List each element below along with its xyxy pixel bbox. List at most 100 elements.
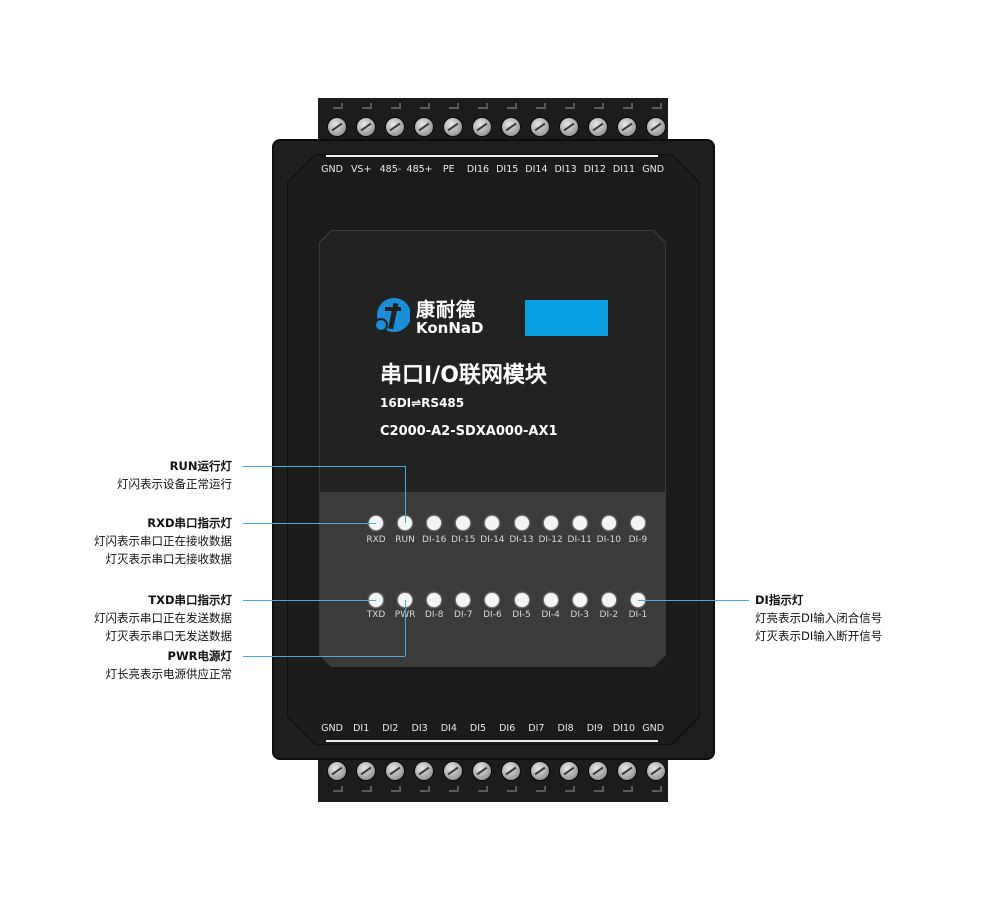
terminal-slot	[420, 790, 429, 792]
pin-label: DI6	[499, 723, 516, 734]
terminal-slot	[391, 790, 400, 792]
led-label: DI-14	[480, 535, 505, 545]
terminal-slot	[333, 107, 342, 109]
terminal-slot	[573, 103, 575, 109]
terminal-slot	[594, 107, 603, 109]
pin-label: DI16	[466, 164, 490, 175]
terminal-screw	[386, 118, 404, 136]
pin-label: DI14	[525, 164, 548, 175]
brand-accent-block	[525, 300, 608, 336]
terminal-slot	[565, 107, 574, 109]
pin-label: DI4	[440, 723, 457, 734]
terminal-slot	[370, 786, 372, 792]
product-subtitle: 16DI⇌RS485	[380, 396, 465, 410]
terminal-slot	[631, 786, 633, 792]
pwr-leader-line-v	[405, 600, 406, 656]
product-model: C2000-A2-SDXA000-AX1	[380, 424, 558, 439]
terminal-slot	[515, 103, 517, 109]
led-label: DI-1	[628, 610, 648, 620]
led-di-6	[485, 593, 500, 607]
led-label: DI-2	[599, 610, 619, 620]
terminal-slot	[486, 103, 488, 109]
terminal-slot	[652, 790, 661, 792]
run-leader-line	[243, 466, 405, 467]
led-label: RXD	[366, 535, 386, 545]
led-txd	[369, 593, 383, 607]
terminal-slot	[486, 786, 488, 792]
brand-logo-icon	[374, 298, 411, 332]
pin-label: DI11	[612, 164, 636, 175]
terminal-slot	[341, 786, 343, 792]
led-di-5	[514, 593, 529, 607]
led-label: DI-11	[567, 535, 592, 545]
led-label: DI-5	[512, 610, 531, 620]
led-label: DI-7	[454, 610, 473, 620]
top-divider-line	[326, 155, 658, 157]
rxd-leader-line	[243, 523, 376, 524]
terminal-screw	[415, 762, 433, 780]
di-leader-line	[638, 600, 749, 601]
terminal-slot	[399, 103, 401, 109]
led-label: DI-12	[538, 535, 563, 545]
terminal-slot	[602, 786, 604, 792]
pin-label: 485-	[379, 164, 402, 175]
pin-label: DI1	[353, 723, 370, 734]
pin-label: 485+	[406, 164, 433, 175]
terminal-screw	[531, 118, 549, 136]
pin-label: GND	[321, 723, 343, 734]
terminal-screw	[444, 762, 462, 780]
brand-logo	[374, 295, 411, 339]
terminal-screw	[415, 118, 433, 136]
terminal-slot	[362, 107, 371, 109]
terminal-screw	[357, 762, 375, 780]
terminal-slot	[449, 790, 458, 792]
pwr-annotation: PWR电源灯 灯长亮表示电源供应正常	[105, 649, 233, 681]
terminal-slot	[652, 107, 661, 109]
led-di-13	[514, 516, 529, 530]
led-di-12	[543, 516, 558, 530]
terminal-slot	[478, 790, 487, 792]
terminal-screw	[473, 762, 491, 780]
bottom-terminal-block	[318, 750, 668, 802]
terminal-slot	[602, 103, 604, 109]
led-di-1	[630, 593, 645, 607]
terminal-slot	[457, 786, 459, 792]
terminal-slot	[536, 107, 545, 109]
pin-label: DI5	[469, 723, 487, 734]
terminal-screw	[589, 762, 607, 780]
terminal-screw	[647, 762, 665, 780]
terminal-slot	[631, 103, 633, 109]
terminal-slot	[449, 107, 458, 109]
terminal-screw	[531, 762, 549, 780]
brand-name-en: KonNaD	[416, 319, 484, 337]
led-label: DI-3	[570, 610, 589, 620]
pin-label: GND	[642, 164, 665, 175]
led-di-7	[456, 593, 471, 607]
led-di-11	[572, 516, 587, 530]
terminal-screw	[560, 762, 578, 780]
terminal-slot	[362, 790, 371, 792]
pin-label: DI13	[554, 164, 577, 175]
led-rxd	[369, 516, 383, 530]
pin-label: DI3	[411, 723, 428, 734]
terminal-screw	[444, 118, 462, 136]
terminal-slot	[370, 103, 372, 109]
terminal-slot	[536, 790, 545, 792]
led-di-2	[601, 593, 616, 607]
terminal-slot	[507, 107, 516, 109]
terminal-slot	[428, 786, 430, 792]
pin-label: GND	[321, 164, 343, 175]
terminal-screw	[328, 118, 346, 136]
terminal-screw	[560, 118, 578, 136]
bottom-divider-line	[326, 740, 658, 742]
rxd-annotation: RXD串口指示灯 灯闪表示串口正在接收数据 灯灭表示串口无接收数据	[94, 516, 232, 566]
product-title: 串口I/O联网模块	[380, 363, 547, 388]
led-label: DI-9	[628, 535, 648, 545]
pin-label: DI10	[612, 723, 636, 734]
terminal-screw	[647, 118, 665, 136]
run-annotation: RUN运行灯 灯闪表示设备正常运行	[117, 459, 232, 491]
led-di-14	[485, 516, 500, 530]
terminal-screw	[357, 118, 375, 136]
pin-label: VS+	[350, 164, 372, 175]
pin-label: DI8	[557, 723, 574, 734]
